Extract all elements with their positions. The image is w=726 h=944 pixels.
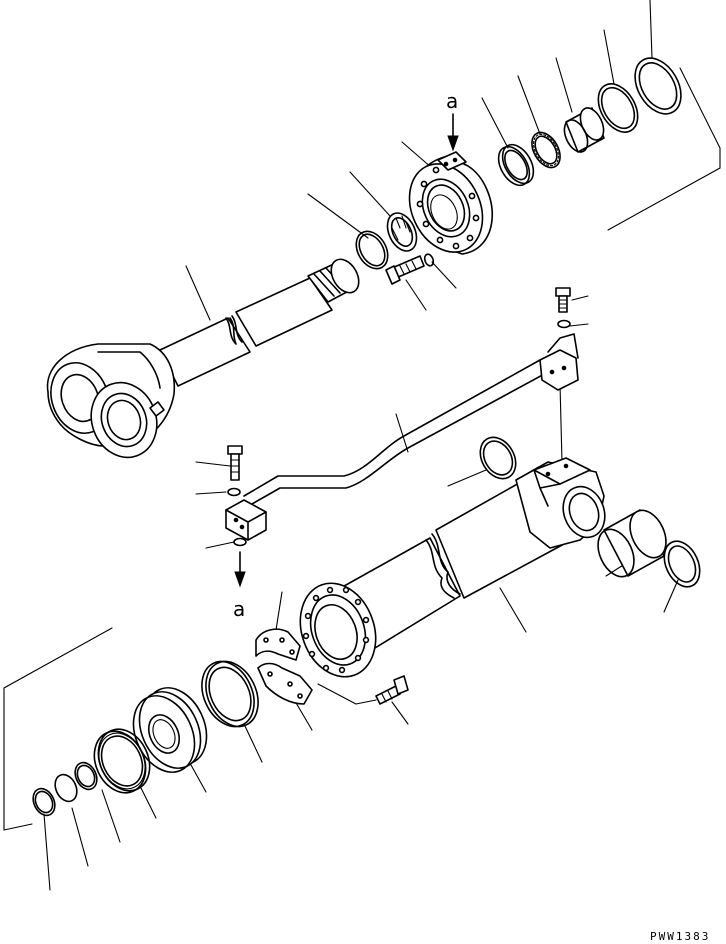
rod-clevis (46, 343, 176, 459)
pipe-bolt-upper (555, 287, 571, 313)
wear-ring (201, 660, 259, 728)
backup-ring (386, 212, 418, 252)
pipe-bolt-lower (227, 445, 243, 481)
head-bolt (385, 255, 425, 285)
seal-ring-small-c (32, 787, 56, 817)
pipe-o-ring (233, 537, 247, 547)
group-bracket-upper (607, 67, 721, 231)
bottom-dust-seal (663, 540, 701, 588)
flange-bolt-holes (302, 586, 370, 674)
o-ring (355, 230, 389, 270)
wiper-ring-top (634, 57, 682, 115)
piston-nut-upper-half (255, 628, 301, 661)
view-arrow-top-icon (447, 113, 459, 152)
rod-bushing (563, 107, 605, 153)
head-bolt-holes (416, 166, 480, 250)
piston-rod (159, 258, 360, 387)
bottom-bushing (597, 509, 667, 578)
seal-ring-small-b (54, 773, 78, 803)
pipe-washer-upper (557, 319, 571, 329)
group-bracket-lower (3, 627, 113, 831)
piston-ring (93, 728, 151, 794)
seal-ring-small-a (74, 761, 98, 791)
snap-ring (597, 83, 639, 133)
view-arrow-lower-icon (234, 551, 246, 588)
u-packing (497, 143, 535, 187)
pipe-assembly (225, 333, 579, 541)
cylinder-head (408, 151, 494, 255)
view-letter-lower: a (233, 597, 245, 621)
cylinder-tube (299, 457, 606, 678)
view-letter-top: a (446, 89, 458, 113)
pipe-washer-lower (227, 487, 241, 497)
buffer-ring (531, 131, 561, 169)
flange-bolt (375, 675, 409, 705)
head-washer (423, 253, 435, 267)
cylinder-end-ring (479, 436, 517, 480)
piston (132, 687, 208, 773)
piston-nut-lower-half (257, 662, 313, 705)
drawing-code: PWW1383 (650, 930, 710, 943)
